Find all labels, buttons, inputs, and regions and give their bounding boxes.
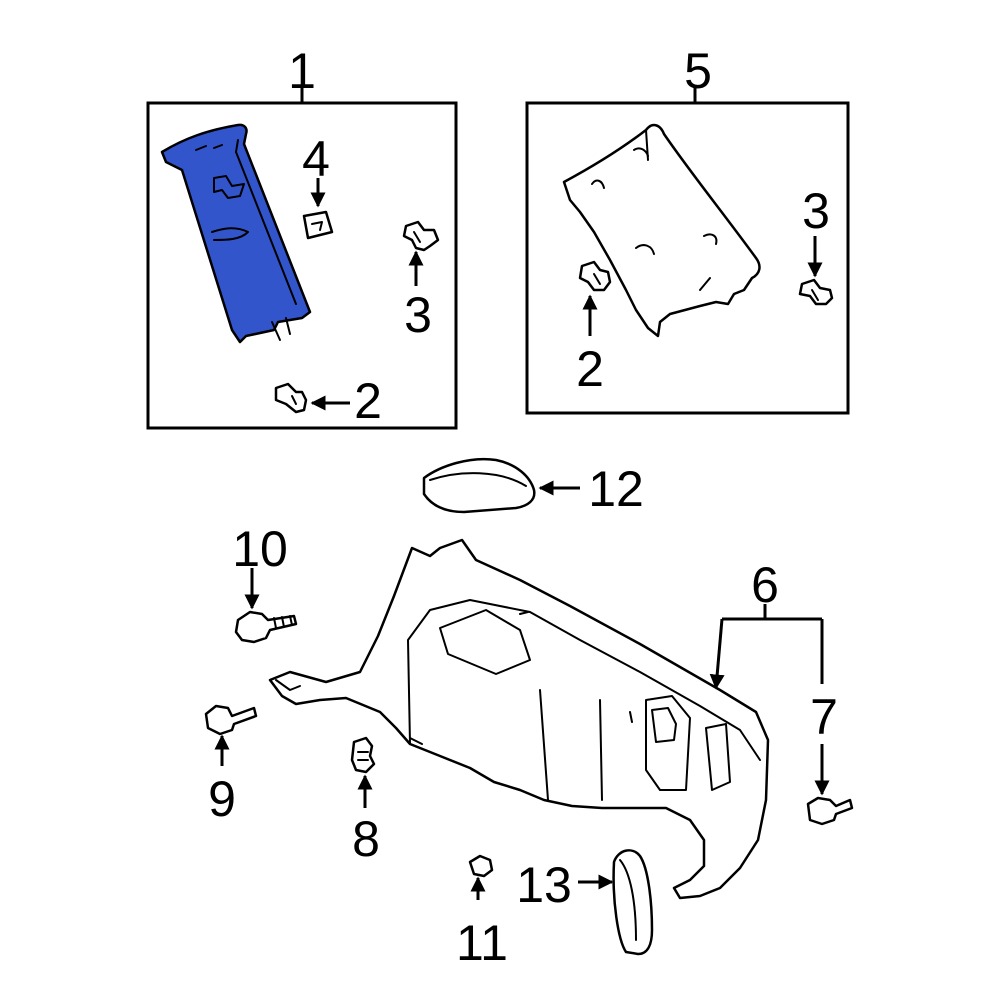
callout-4: 4 [302,131,330,187]
callout-9: 9 [208,771,236,827]
callout-7: 7 [810,689,838,745]
callout-1: 1 [288,43,316,99]
clip-part-2-box5[interactable] [578,260,612,292]
arrow-6 [709,618,725,690]
callout-8: 8 [352,811,380,867]
callout-2-box1: 2 [354,373,382,429]
callout-13: 13 [516,857,572,913]
callout-12: 12 [588,461,644,517]
callout-3-box5: 3 [802,183,830,239]
pillar-trim-part-1[interactable] [160,123,312,344]
box-1-frame [146,101,458,430]
clip-part-8[interactable] [350,736,376,774]
box-5-group [525,88,850,415]
quarter-trim-part-6[interactable] [268,538,770,900]
callout-3-box1: 3 [404,287,432,343]
box-5-frame [525,101,850,415]
bolt-part-10[interactable] [234,610,298,644]
clip-part-3-box1[interactable] [402,220,440,252]
clip-part-11[interactable] [468,854,494,878]
bolt-part-7[interactable] [806,796,854,826]
callout-11: 11 [456,915,508,971]
callout-2-box5: 2 [576,341,604,397]
box-1-group [146,88,458,430]
cover-part-13[interactable] [612,849,654,956]
cover-part-12[interactable] [422,457,536,514]
callout-5: 5 [684,43,712,99]
clip-part-3-box5[interactable] [798,278,834,306]
clip-part-9[interactable] [204,704,258,736]
pillar-trim-part-5[interactable] [562,123,761,338]
clip-part-4[interactable] [302,210,334,240]
callout-10: 10 [232,521,288,577]
clip-part-2-box1[interactable] [274,382,308,414]
callout-6: 6 [751,557,779,613]
